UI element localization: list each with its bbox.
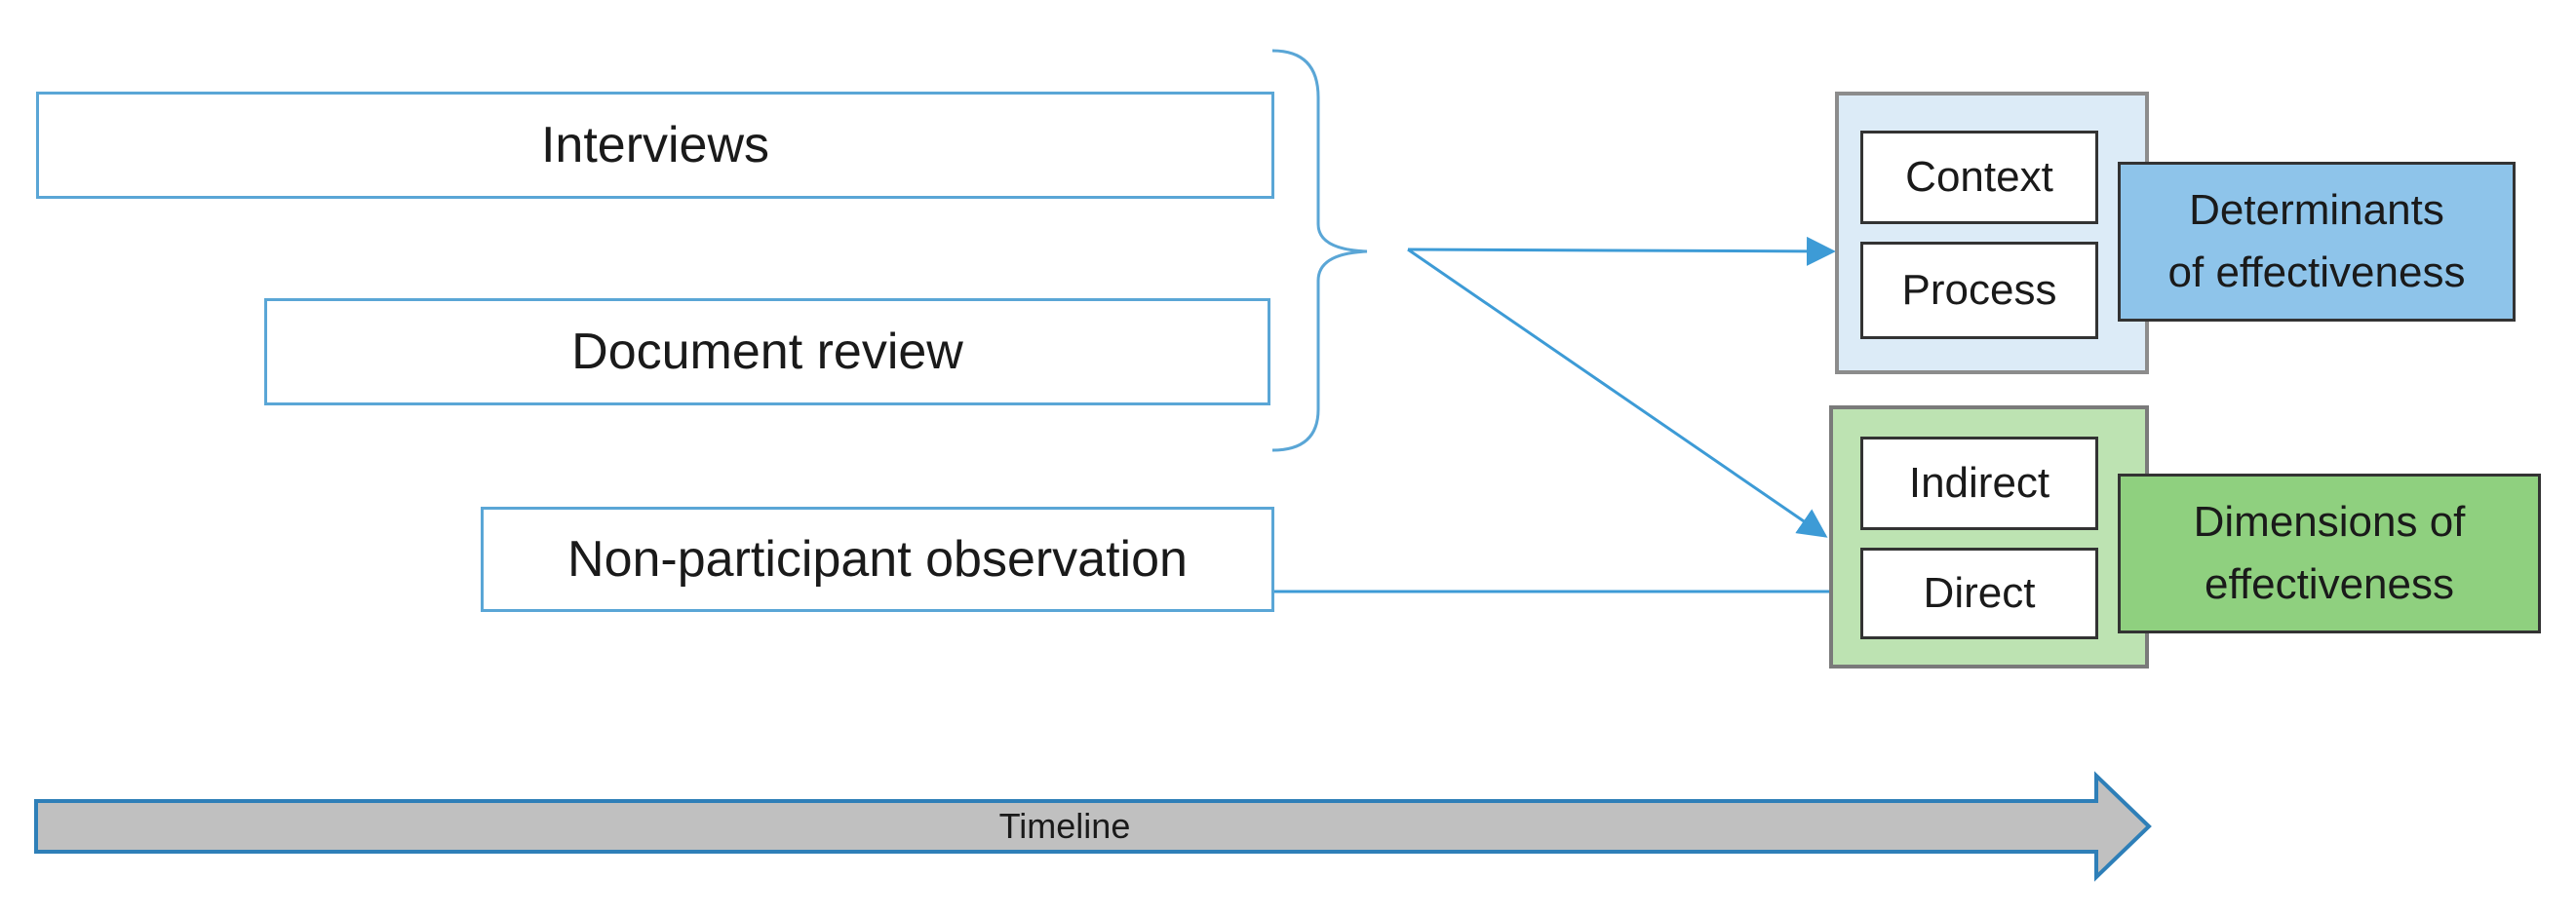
method-label: Document review — [571, 324, 963, 380]
grouping-bracket — [1271, 49, 1368, 452]
timeline-arrow — [34, 771, 2152, 882]
method-label: Interviews — [540, 117, 770, 173]
determinants-label: Determinants of effectiveness — [2118, 162, 2516, 322]
determinants-label-text: Determinants of effectiveness — [2167, 186, 2466, 296]
dimension-item-direct: Direct — [1860, 548, 2098, 639]
method-box-document-review: Document review — [264, 298, 1270, 405]
timeline-label: Timeline — [998, 806, 1131, 846]
determinant-item-process: Process — [1860, 242, 2098, 339]
method-box-interviews: Interviews — [36, 92, 1274, 199]
method-label: Non-participant observation — [567, 531, 1188, 588]
dimensions-label: Dimensions of effectiveness — [2118, 474, 2541, 633]
dimension-item-indirect: Indirect — [1860, 437, 2098, 530]
arrow-to-determinants — [1407, 236, 1836, 266]
method-box-observation: Non-participant observation — [481, 507, 1274, 612]
determinant-item-context: Context — [1860, 131, 2098, 224]
arrow-to-dimensions — [1407, 248, 1828, 538]
